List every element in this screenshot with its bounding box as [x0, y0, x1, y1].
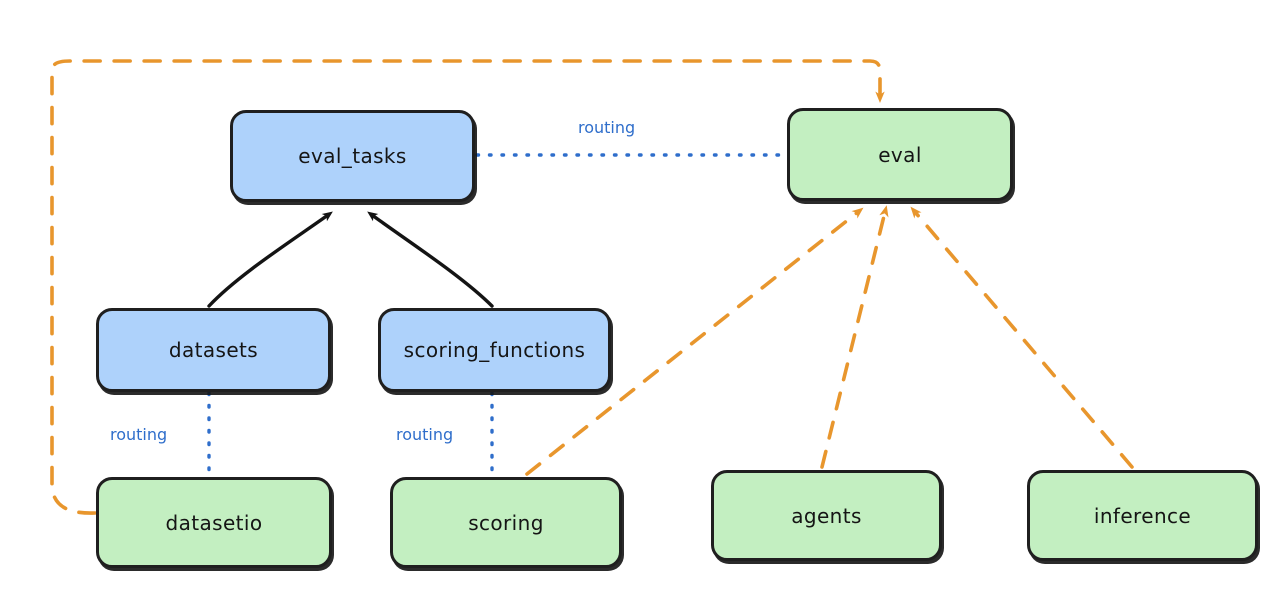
- node-label-agents: agents: [791, 503, 862, 528]
- node-inference[interactable]: inference: [1027, 470, 1258, 561]
- edge-inference-to-eval: [910, 206, 1134, 469]
- edge-agents-to-eval: [820, 205, 889, 469]
- node-eval-tasks[interactable]: eval_tasks: [230, 110, 475, 202]
- node-label-scoring-functions: scoring_functions: [403, 338, 586, 362]
- node-scoring[interactable]: scoring: [390, 477, 622, 568]
- node-label-scoring: scoring: [468, 510, 544, 535]
- node-agents[interactable]: agents: [711, 470, 942, 561]
- node-label-eval-tasks: eval_tasks: [298, 144, 407, 168]
- edge-datasetio-to-eval: [50, 59, 885, 515]
- node-label-eval: eval: [878, 142, 922, 167]
- node-datasetio[interactable]: datasetio: [96, 477, 332, 568]
- node-label-datasets: datasets: [168, 338, 259, 362]
- edge-label-routing-datasets-datasetio: routing: [110, 425, 168, 444]
- node-label-datasetio: datasetio: [165, 510, 263, 535]
- node-datasets[interactable]: datasets: [96, 308, 331, 392]
- node-scoring-functions[interactable]: scoring_functions: [378, 308, 611, 392]
- edge-label-routing-eval-tasks-eval: routing: [578, 118, 636, 137]
- edge-scoring-to-eval: [525, 207, 864, 476]
- node-eval[interactable]: eval: [787, 108, 1013, 201]
- edge-scoring-functions-to-eval-tasks: [367, 211, 494, 308]
- edge-label-routing-scoring-functions-scoring: routing: [396, 425, 454, 444]
- edge-datasets-to-eval-tasks: [207, 211, 333, 308]
- node-label-inference: inference: [1093, 503, 1192, 528]
